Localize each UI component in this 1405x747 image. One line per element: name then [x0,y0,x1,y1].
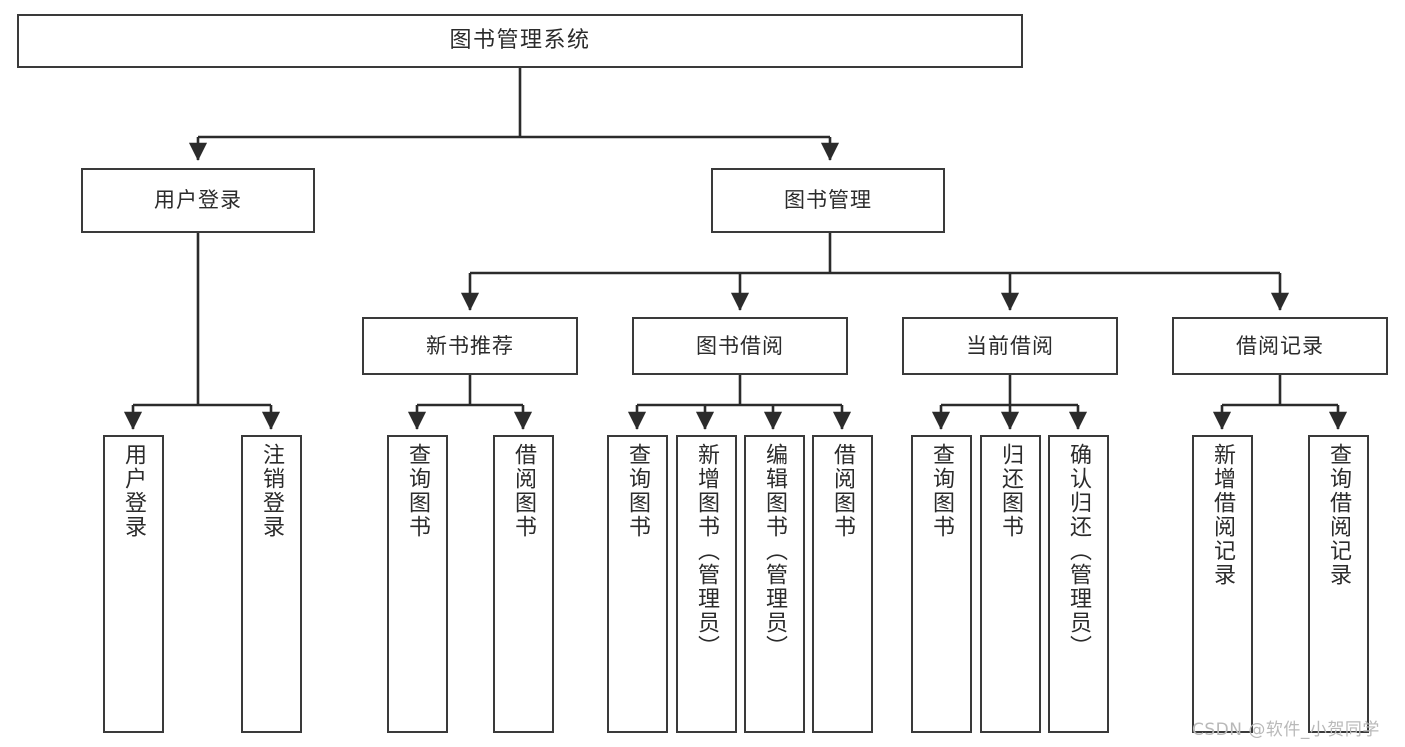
node-book-borrow[interactable]: 图书借阅 [632,317,848,375]
node-leaf-query-record-label: 查询借阅记录 [1326,443,1352,587]
node-borrow-record-label: 借阅记录 [1236,333,1324,358]
node-leaf-add-record-label: 新增借阅记录 [1210,443,1236,587]
node-book-borrow-label: 图书借阅 [696,333,784,358]
node-user-login-label: 用户登录 [154,188,242,213]
node-leaf-user-login[interactable]: 用户登录 [103,435,164,733]
node-book-management-label: 图书管理 [784,188,872,213]
node-leaf-borrow-book-1-label: 借阅图书 [511,443,537,539]
node-leaf-borrow-book-1[interactable]: 借阅图书 [493,435,554,733]
node-book-management[interactable]: 图书管理 [711,168,945,233]
node-leaf-user-logout-label: 注销登录 [259,443,285,539]
node-leaf-query-book-3[interactable]: 查询图书 [911,435,972,733]
csdn-watermark: CSDN @软件_小贺同学 [1192,720,1380,740]
node-leaf-query-book-3-label: 查询图书 [929,443,955,539]
node-leaf-query-book-1[interactable]: 查询图书 [387,435,448,733]
node-leaf-return-book-label: 归还图书 [998,443,1024,539]
node-leaf-query-book-2[interactable]: 查询图书 [607,435,668,733]
node-root[interactable]: 图书管理系统 [17,14,1023,68]
node-leaf-query-book-1-label: 查询图书 [405,443,431,539]
node-leaf-edit-book[interactable]: 编辑图书（管理员） [744,435,805,733]
node-leaf-confirm-return[interactable]: 确认归还（管理员） [1048,435,1109,733]
node-new-book-recommend[interactable]: 新书推荐 [362,317,578,375]
node-root-label: 图书管理系统 [449,28,591,54]
node-leaf-add-book[interactable]: 新增图书（管理员） [676,435,737,733]
node-leaf-confirm-return-label: 确认归还（管理员） [1066,443,1092,659]
node-leaf-edit-book-label: 编辑图书（管理员） [762,443,788,659]
node-borrow-record[interactable]: 借阅记录 [1172,317,1388,375]
node-leaf-user-logout[interactable]: 注销登录 [241,435,302,733]
node-leaf-return-book[interactable]: 归还图书 [980,435,1041,733]
node-user-login[interactable]: 用户登录 [81,168,315,233]
node-leaf-borrow-book-2[interactable]: 借阅图书 [812,435,873,733]
node-leaf-query-record[interactable]: 查询借阅记录 [1308,435,1369,733]
node-leaf-borrow-book-2-label: 借阅图书 [830,443,856,539]
node-leaf-query-book-2-label: 查询图书 [625,443,651,539]
node-leaf-add-record[interactable]: 新增借阅记录 [1192,435,1253,733]
node-leaf-user-login-label: 用户登录 [121,443,147,539]
node-current-borrow-label: 当前借阅 [966,333,1054,358]
node-new-book-recommend-label: 新书推荐 [426,333,514,358]
node-current-borrow[interactable]: 当前借阅 [902,317,1118,375]
node-leaf-add-book-label: 新增图书（管理员） [694,443,720,659]
